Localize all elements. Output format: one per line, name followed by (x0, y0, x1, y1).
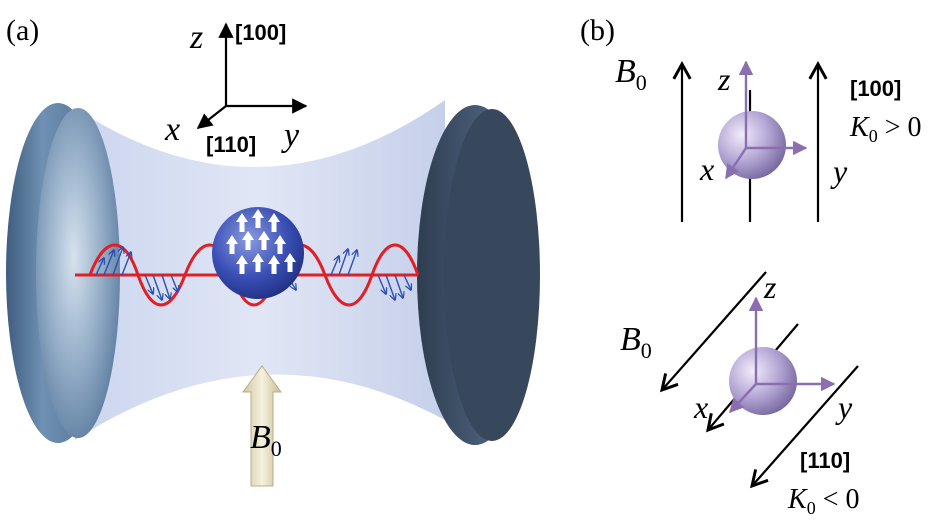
axis-x-label-a: x (164, 111, 180, 148)
direction-100-label-a: [100] (235, 20, 286, 45)
anisotropy-label-top: K0 > 0 (849, 112, 921, 146)
field-arrow-b0 (242, 365, 282, 487)
axis-z-label-a: z (189, 19, 203, 56)
axis-z-label-bottom: z (763, 269, 777, 305)
spin-up-arrows (226, 209, 296, 274)
small-sphere-bottom (729, 347, 797, 415)
axis-x-label-top: x (699, 151, 714, 187)
anisotropy-label-bottom: K0 < 0 (787, 484, 859, 518)
axis-triad-top (725, 60, 808, 180)
right-mirror (417, 105, 540, 445)
field-label-bottom: B0 (620, 321, 652, 363)
panel-a-label: (a) (6, 14, 39, 47)
axis-x-label-bottom: x (693, 389, 708, 425)
direction-110-label-a: [110] (206, 132, 256, 157)
magnetic-sphere (212, 207, 304, 299)
axis-y-label-top: y (830, 153, 848, 189)
direction-110-label-bottom: [110] (800, 448, 850, 473)
field-label-a: B0 (250, 419, 282, 461)
axis-z-label-top: z (717, 61, 731, 97)
direction-100-label-top: [100] (850, 76, 901, 101)
spin-wave-arrows (95, 247, 411, 300)
left-mirror (6, 103, 120, 443)
field-label-top: B0 (615, 53, 647, 95)
panel-b-label: (b) (580, 14, 615, 47)
axis-y-label-bottom: y (835, 389, 853, 425)
axis-y-label-a: y (281, 117, 300, 154)
small-sphere-top (718, 111, 786, 179)
axis-triad-a (196, 22, 308, 129)
axis-triad-bottom (729, 296, 836, 414)
